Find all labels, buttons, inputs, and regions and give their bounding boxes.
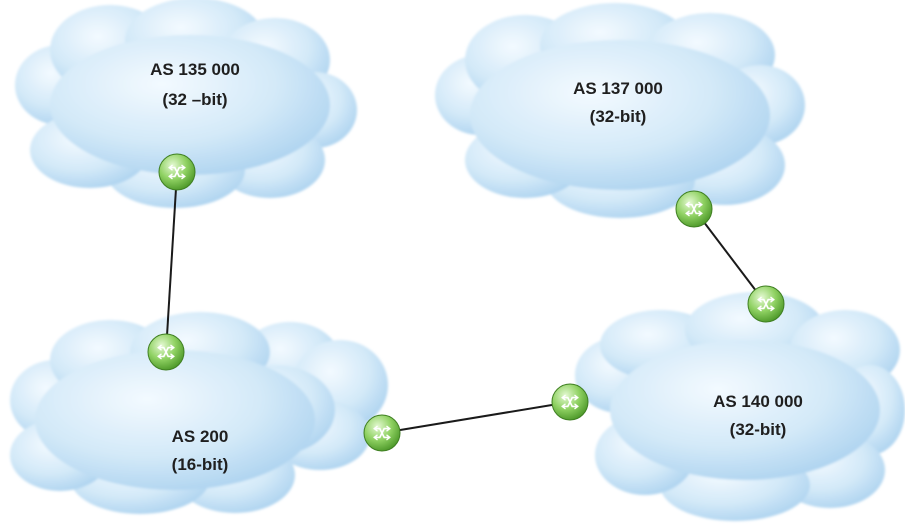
cloud-as200-title: AS 200: [172, 427, 229, 446]
link-as200-as140000: [381, 401, 571, 434]
cloud-as135000-title: AS 135 000: [150, 60, 240, 79]
links: [165, 171, 767, 434]
cloud-as135000-subtitle: (32 –bit): [162, 90, 227, 109]
link-as137000-as140000: [693, 208, 767, 305]
cloud-as140000-title: AS 140 000: [713, 392, 803, 411]
router-icon[interactable]: [551, 383, 589, 421]
cloud-as200: AS 200 (16-bit): [10, 312, 388, 514]
cloud-as140000-subtitle: (32-bit): [730, 420, 787, 439]
cloud-as137000-subtitle: (32-bit): [590, 107, 647, 126]
cloud-shape: [435, 3, 805, 218]
cloud-as137000: AS 137 000 (32-bit): [435, 3, 805, 218]
cloud-as137000-title: AS 137 000: [573, 79, 663, 98]
cloud-shape: [575, 292, 905, 521]
router-icon[interactable]: [747, 285, 785, 323]
router-icon[interactable]: [363, 414, 401, 452]
cloud-as140000: AS 140 000 (32-bit): [575, 292, 905, 521]
link-as135000-as200: [165, 171, 178, 353]
cloud-shape: [10, 312, 388, 514]
cloud-as200-subtitle: (16-bit): [172, 455, 229, 474]
router-icon[interactable]: [158, 153, 196, 191]
router-icon[interactable]: [147, 333, 185, 371]
router-icon[interactable]: [675, 190, 713, 228]
